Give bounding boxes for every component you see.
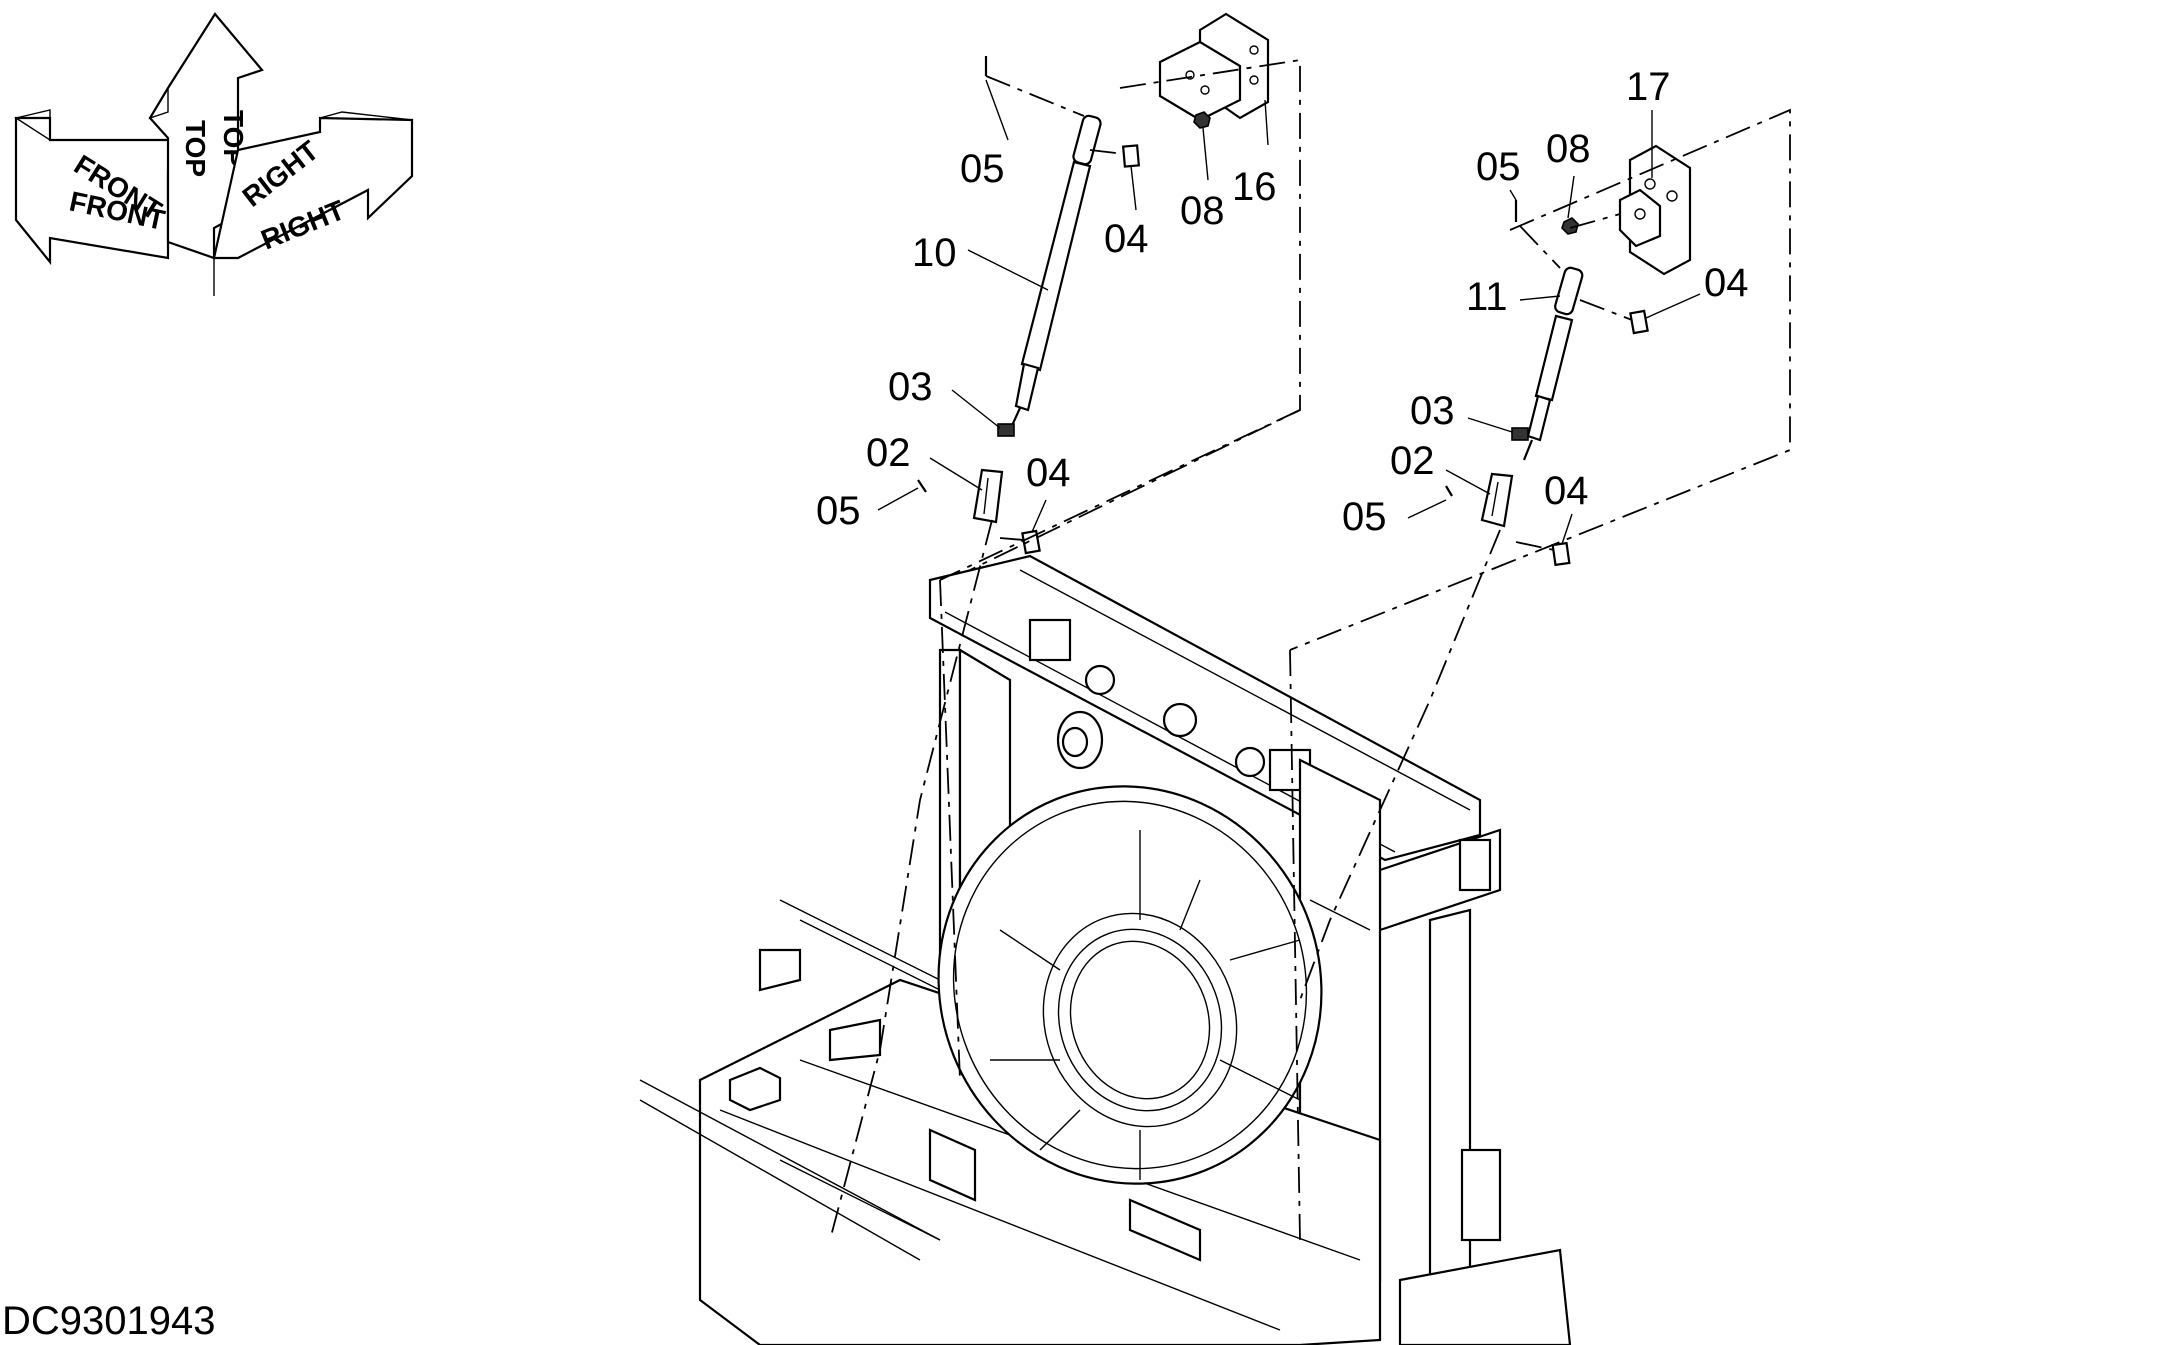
callout-02-left: 02	[866, 431, 911, 475]
callout-03-right: 03	[1410, 389, 1455, 433]
radiator-frame-assembly	[639, 554, 1572, 1345]
callout-04-right-bottom: 04	[1544, 469, 1589, 513]
callout-08-right: 08	[1546, 127, 1591, 171]
callouts: 05 04 08 16 10 03 02 04 05 17 08 05 04 1…	[816, 65, 1749, 539]
nut-08-left	[1193, 111, 1211, 129]
bolt-04-left-bottom	[1021, 529, 1041, 555]
callout-08-left: 08	[1180, 189, 1225, 233]
callout-11: 11	[1466, 275, 1508, 319]
callout-10: 10	[912, 231, 957, 275]
leader-lines	[877, 79, 1701, 545]
callout-05-right-top: 05	[1476, 145, 1521, 189]
callout-02-right: 02	[1390, 439, 1435, 483]
callout-05-left-bottom: 05	[816, 489, 861, 533]
nut-03-left	[997, 423, 1015, 437]
bolt-04-left-top	[1121, 144, 1141, 168]
callout-16: 16	[1232, 165, 1277, 209]
callout-05-right-bottom: 05	[1342, 495, 1387, 539]
callout-04-left-bottom: 04	[1026, 451, 1071, 495]
gas-spring-left	[917, 12, 1270, 555]
document-id: DC9301943	[2, 1299, 216, 1343]
nut-03-right	[1511, 427, 1529, 441]
callout-05-left-top: 05	[960, 147, 1005, 191]
nut-08-right	[1561, 217, 1579, 235]
callout-03-left: 03	[888, 365, 933, 409]
assembly-lines	[829, 58, 1791, 1241]
callout-04-left-top: 04	[1104, 217, 1149, 261]
clevis-02-right	[1480, 472, 1514, 528]
bolt-04-right-top	[1629, 309, 1649, 335]
clevis-02-left	[972, 468, 1004, 524]
top-label: TOP	[180, 120, 211, 177]
callout-17: 17	[1626, 65, 1671, 109]
callout-04-right-top: 04	[1704, 261, 1749, 305]
bolt-04-right-bottom	[1551, 541, 1571, 567]
orientation-indicator: FRONT FRONT TOP TOP RIGHT RIGHT	[14, 12, 414, 296]
fan-shroud	[937, 785, 1323, 1185]
gas-spring-right	[1445, 144, 1692, 567]
